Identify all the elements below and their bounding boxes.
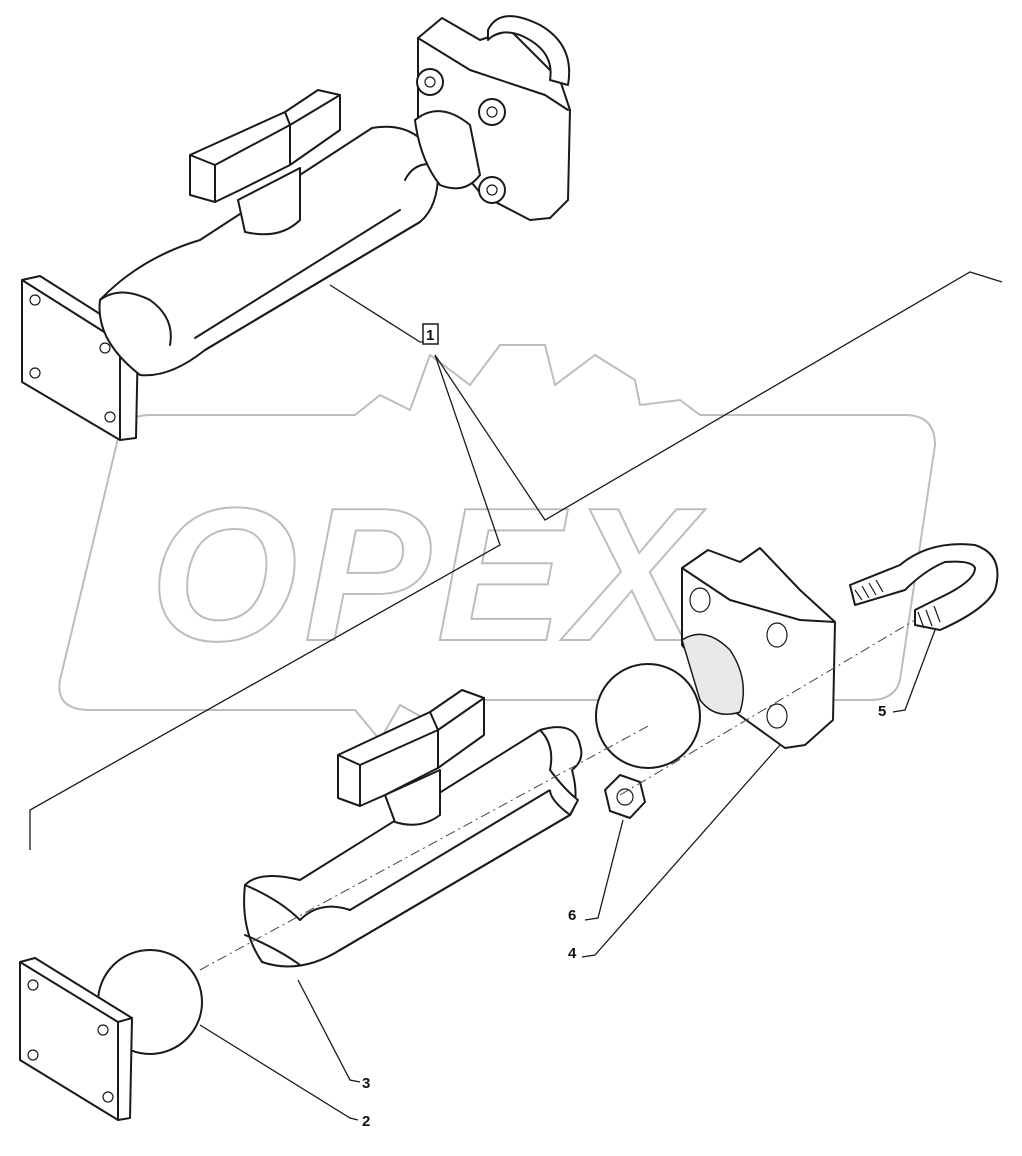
part-4-bracket <box>595 547 836 769</box>
assembled-mount <box>21 15 571 441</box>
callout-2-label: 2 <box>362 1113 370 1130</box>
part-2-ball-base <box>19 949 203 1121</box>
callout-4-label: 4 <box>568 945 577 962</box>
watermark-text: OPEX <box>150 469 706 681</box>
centerline-bolt <box>619 619 916 796</box>
part-3-arm <box>243 689 583 968</box>
bottom-t-handle <box>337 689 485 807</box>
top-arm <box>98 125 440 377</box>
top-base-plate <box>21 275 139 441</box>
callout-5-label: 5 <box>878 703 886 720</box>
callout-1-label: 1 <box>426 327 434 344</box>
part-6-nut <box>604 774 646 819</box>
centerline-ball <box>199 724 651 971</box>
callout-3-label: 3 <box>362 1075 370 1092</box>
top-handle-stem <box>237 167 301 236</box>
part-5-u-bolt <box>849 543 999 631</box>
callout-1: 1 <box>422 323 439 345</box>
opex-watermark: OPEX <box>58 344 937 742</box>
callout-6-label: 6 <box>568 907 576 924</box>
